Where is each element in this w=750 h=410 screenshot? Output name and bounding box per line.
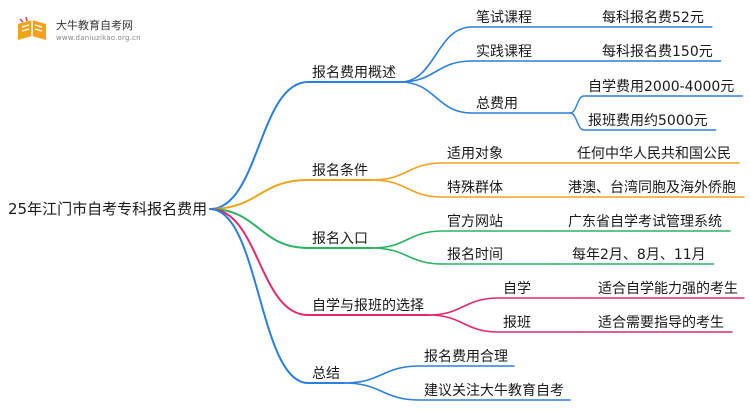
book-logo-icon	[18, 16, 46, 40]
mindmap-root: 25年江门市自考专科报名费用	[8, 199, 208, 218]
brand-logo: 大牛教育自考网 www.daniuzikao.org.cn	[14, 14, 204, 48]
branch-eligibility: 报名条件	[312, 163, 368, 179]
connector-n-0-2-1	[569, 112, 717, 131]
connector-n-0-2-0	[569, 95, 744, 114]
connector-n-2-0	[371, 230, 551, 249]
node-class: 报班	[503, 315, 531, 331]
branch-summary: 总结	[312, 366, 340, 382]
connector-n-1-0	[371, 162, 560, 181]
node-special-groups: 特殊群体	[447, 180, 503, 196]
leaf-compatriots: 港澳、台湾同胞及海外侨胞	[568, 180, 736, 196]
connector-n-4-0	[343, 365, 515, 384]
connector-branch-2	[209, 208, 373, 249]
branch-fee-overview: 报名费用概述	[312, 65, 396, 81]
connector-n-0-2	[399, 81, 571, 114]
node-applicable-people: 适用对象	[447, 146, 503, 162]
leaf-class-fit: 适合需要指导的考生	[598, 315, 724, 331]
node-practice-course: 实践课程	[476, 44, 532, 60]
connector-n-3-0	[427, 297, 581, 316]
node-official-site: 官方网站	[447, 214, 503, 230]
node-self-study: 自学	[503, 281, 531, 297]
leaf-registration-months: 每年2月、8月、11月	[572, 247, 706, 263]
node-follow-advice: 建议关注大牛教育自考	[424, 383, 564, 399]
leaf-practice-fee: 每科报名费150元	[602, 44, 713, 60]
node-written-course: 笔试课程	[476, 10, 532, 26]
logo-name: 大牛教育自考网	[56, 19, 133, 32]
connector-n-0-0	[399, 26, 585, 83]
branch-study-choice: 自学与报班的选择	[312, 298, 424, 314]
branch-registration-entry: 报名入口	[312, 231, 368, 247]
connector-branch-0	[209, 81, 401, 210]
connector-n-4-1	[343, 382, 571, 401]
node-fee-reasonable: 报名费用合理	[424, 349, 508, 365]
connector-branch-1	[209, 179, 373, 210]
leaf-self-study-cost: 自学费用2000-4000元	[588, 79, 735, 95]
connector-branch-4	[209, 208, 345, 384]
leaf-exam-system: 广东省自学考试管理系统	[568, 214, 722, 230]
logo-url: www.daniuzikao.org.cn	[56, 34, 141, 42]
connector-branch-3	[209, 208, 429, 316]
leaf-written-fee: 每科报名费52元	[602, 10, 704, 26]
leaf-any-citizen: 任何中华人民共和国公民	[577, 146, 731, 162]
connector-n-0-1	[399, 60, 585, 83]
node-total-cost: 总费用	[476, 96, 518, 112]
leaf-class-cost: 报班费用约5000元	[588, 113, 708, 129]
leaf-self-study-fit: 适合自学能力强的考生	[598, 281, 738, 297]
node-registration-time: 报名时间	[447, 247, 503, 263]
connector-n-1-1	[371, 179, 551, 198]
connector-n-3-1	[427, 314, 581, 333]
connector-n-2-1	[371, 247, 555, 265]
